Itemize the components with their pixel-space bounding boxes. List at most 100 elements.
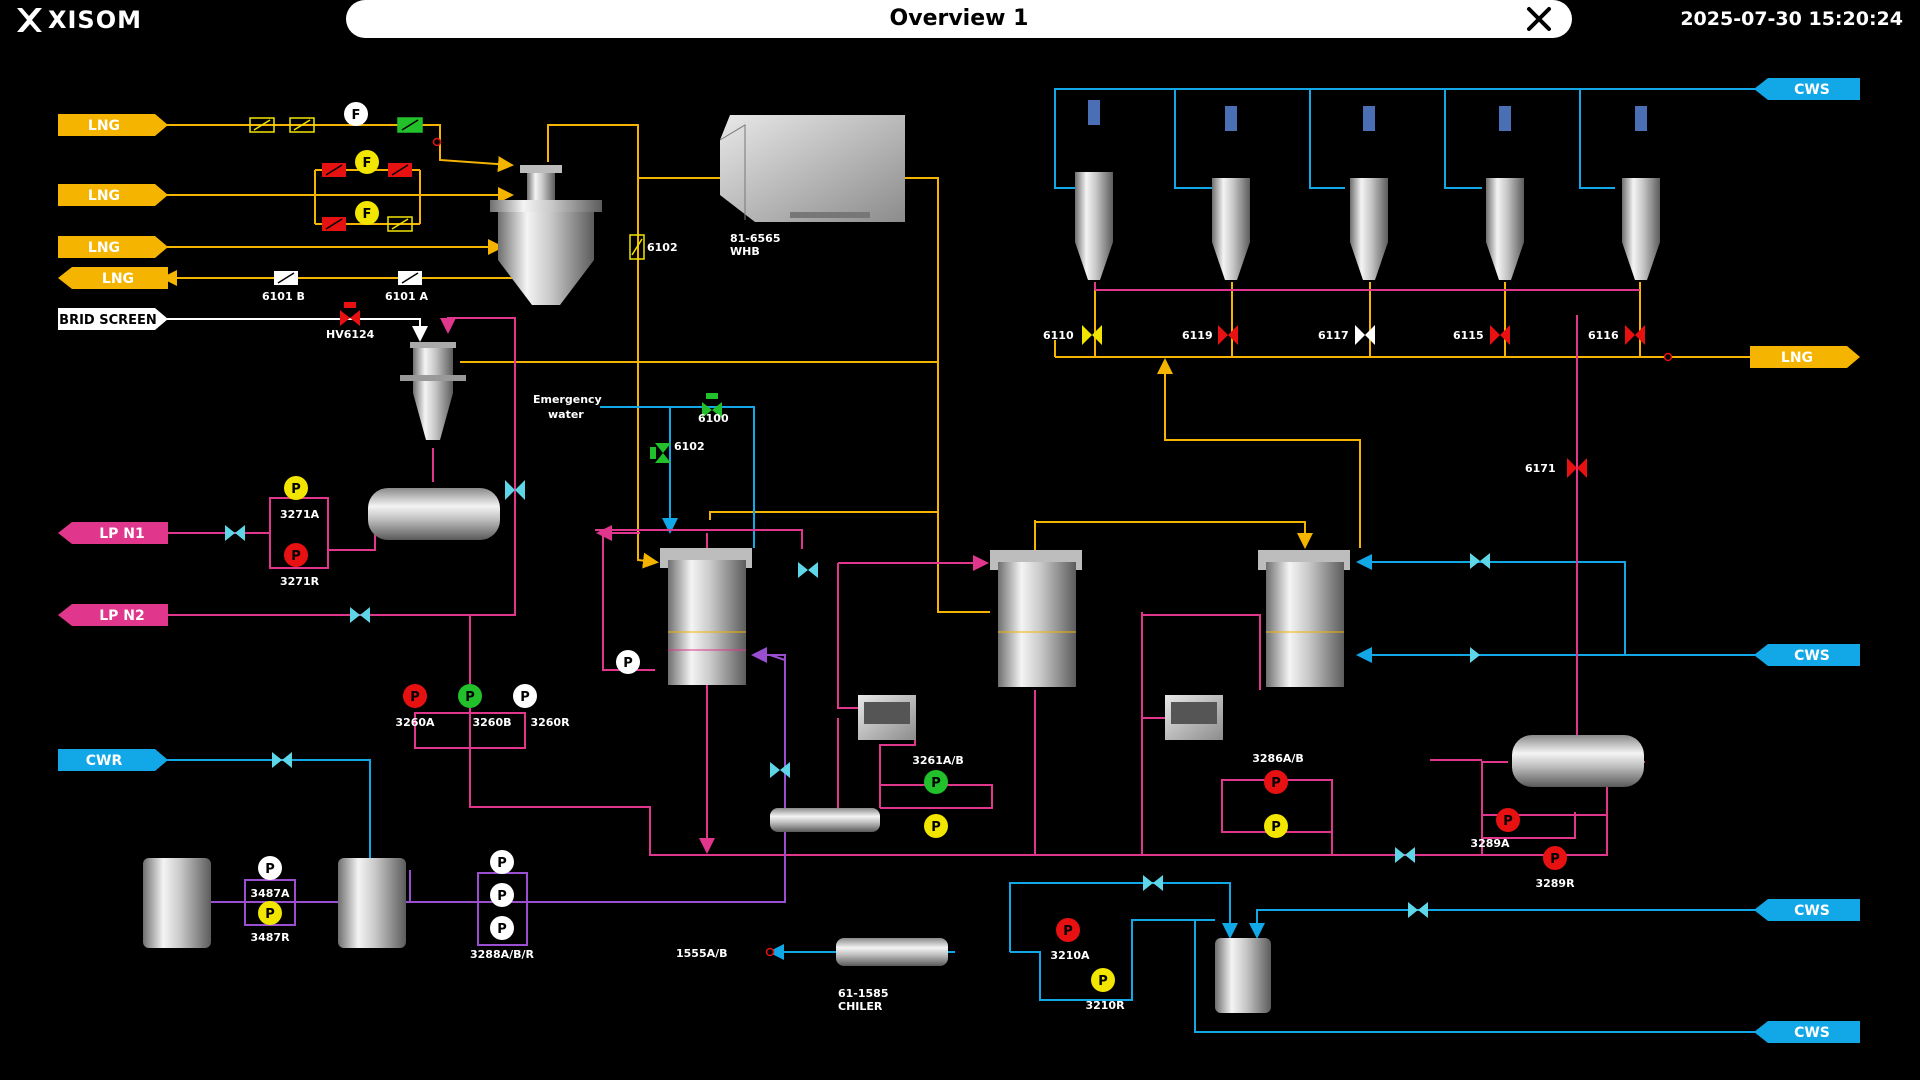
svg-text:P: P xyxy=(623,656,633,671)
pump-3288a-icon[interactable]: P xyxy=(490,850,514,874)
tag-6100: 6100 xyxy=(698,412,729,425)
lng-outlet-tag-right[interactable]: LNG xyxy=(1750,346,1860,368)
control-valve-icon[interactable] xyxy=(770,762,790,778)
cws-tag-3[interactable]: CWS xyxy=(1754,899,1860,921)
flow-meter-icon[interactable] xyxy=(274,271,298,285)
control-valve-icon[interactable] xyxy=(505,480,525,500)
top-reactor xyxy=(1622,106,1660,280)
tag-6171: 6171 xyxy=(1525,462,1556,475)
flow-transmitter-icon[interactable]: F xyxy=(344,102,368,126)
tag-6102-mid: 6102 xyxy=(674,440,705,453)
pump-3289a-icon[interactable]: P xyxy=(1496,808,1520,832)
pump-3286b-icon[interactable]: P xyxy=(1264,814,1288,838)
lp-n1-tag[interactable]: LP N1 xyxy=(58,522,168,544)
valve-6117-icon[interactable] xyxy=(1355,325,1375,345)
svg-text:P: P xyxy=(1503,814,1513,829)
cws-tag-4[interactable]: CWS xyxy=(1754,1021,1860,1043)
pump-3487a-icon[interactable]: P xyxy=(258,856,282,880)
pump-3260r-icon[interactable]: P xyxy=(513,684,537,708)
svg-text:F: F xyxy=(363,156,372,171)
control-valve-icon[interactable] xyxy=(225,525,245,541)
top-reactor xyxy=(1075,100,1113,280)
cwr-tag[interactable]: CWR xyxy=(58,749,168,771)
chiller-unit: 61-1585 CHILER xyxy=(836,938,948,1013)
flow-meter-icon[interactable] xyxy=(629,234,645,260)
svg-text:CWS: CWS xyxy=(1794,82,1830,98)
control-valve-icon[interactable] xyxy=(1408,902,1428,918)
lng-inlet-tag-3[interactable]: LNG xyxy=(58,236,168,258)
valve-6115-icon[interactable] xyxy=(1490,325,1510,345)
valve-6119-icon[interactable] xyxy=(1218,325,1238,345)
svg-text:P: P xyxy=(265,862,275,877)
svg-text:CWS: CWS xyxy=(1794,648,1830,664)
tag-3487a: 3487A xyxy=(250,887,290,900)
tag-3288abr: 3288A/B/R xyxy=(470,948,535,961)
hopper-vessel xyxy=(490,165,602,305)
svg-text:LNG: LNG xyxy=(1781,350,1813,366)
pump-3271a-icon[interactable]: P xyxy=(284,476,308,500)
flow-meter-icon[interactable] xyxy=(388,163,412,177)
flow-meter-icon[interactable] xyxy=(322,163,346,177)
close-icon[interactable] xyxy=(1524,4,1554,34)
pump-3210a-icon[interactable]: P xyxy=(1056,918,1080,942)
brid-screen-tag[interactable]: BRID SCREEN xyxy=(58,308,168,330)
pump-3487r-icon[interactable]: P xyxy=(258,901,282,925)
control-valve-icon[interactable] xyxy=(1470,647,1490,663)
control-valve-icon[interactable] xyxy=(272,752,292,768)
pump-3288r-icon[interactable]: P xyxy=(490,916,514,940)
tag-3271r: 3271R xyxy=(280,575,320,588)
control-valve-icon[interactable] xyxy=(1395,847,1415,863)
svg-text:P: P xyxy=(465,690,475,705)
svg-text:LNG: LNG xyxy=(102,271,134,287)
top-bar: XISOM Overview 1 2025-07-30 15:20:24 xyxy=(0,0,1920,40)
pump-3289r-icon[interactable]: P xyxy=(1543,846,1567,870)
storage-tank-1 xyxy=(143,858,211,948)
flow-meter-icon[interactable] xyxy=(387,216,413,232)
pump-3260a-icon[interactable]: P xyxy=(403,684,427,708)
cws-tag-1[interactable]: CWS xyxy=(1754,78,1860,100)
cws-tag-2[interactable]: CWS xyxy=(1754,644,1860,666)
hv6124-valve-icon[interactable] xyxy=(340,302,360,326)
flow-transmitter-icon[interactable]: F xyxy=(355,201,379,225)
cooler-box-2 xyxy=(1165,695,1223,740)
control-valve-icon[interactable] xyxy=(798,562,818,578)
pump-3261a-icon[interactable]: P xyxy=(924,770,948,794)
pump-3286a-icon[interactable]: P xyxy=(1264,770,1288,794)
tag-3289a: 3289A xyxy=(1470,837,1510,850)
flow-meter-icon[interactable] xyxy=(398,271,422,285)
tag-6110: 6110 xyxy=(1043,329,1074,342)
pump-3260b-icon[interactable]: P xyxy=(458,684,482,708)
control-valve-icon[interactable] xyxy=(1470,553,1490,569)
valve-6110-icon[interactable] xyxy=(1082,325,1102,345)
white-pipes xyxy=(165,318,428,342)
control-valve-icon[interactable] xyxy=(350,607,370,623)
control-valve-icon[interactable] xyxy=(1143,875,1163,891)
valve-6100-icon[interactable] xyxy=(702,393,722,418)
valve-6116-icon[interactable] xyxy=(1625,325,1645,345)
flow-meter-icon[interactable] xyxy=(397,117,423,133)
flow-meter-icon[interactable] xyxy=(289,117,315,133)
lpn-pipes xyxy=(165,282,1645,856)
flow-meter-icon[interactable] xyxy=(249,117,275,133)
pump-3210r-icon[interactable]: P xyxy=(1091,968,1115,992)
svg-text:P: P xyxy=(1271,776,1281,791)
tag-3260a: 3260A xyxy=(395,716,435,729)
pump-3271r-icon[interactable]: P xyxy=(284,543,308,567)
valve-6102-icon[interactable] xyxy=(650,443,671,463)
tag-6119: 6119 xyxy=(1182,329,1213,342)
whb-unit: 81-6565 WHB xyxy=(719,115,905,258)
valve-6171-icon[interactable] xyxy=(1567,458,1587,478)
flow-meter-icon[interactable] xyxy=(322,217,346,231)
flow-transmitter-icon[interactable]: F xyxy=(355,150,379,174)
flow-transmitters: F F F xyxy=(344,102,379,225)
pump-3288b-icon[interactable]: P xyxy=(490,883,514,907)
svg-text:P: P xyxy=(497,856,507,871)
lng-inlet-tag-2[interactable]: LNG xyxy=(58,184,168,206)
pump-3261b-icon[interactable]: P xyxy=(924,814,948,838)
lng-outlet-tag-1[interactable]: LNG xyxy=(58,267,168,289)
pump-icon[interactable]: P xyxy=(616,650,640,674)
lp-n2-tag[interactable]: LP N2 xyxy=(58,604,168,626)
tag-3210a: 3210A xyxy=(1050,949,1090,962)
logo-text: XISOM xyxy=(48,6,143,34)
lng-inlet-tag-1[interactable]: LNG xyxy=(58,114,168,136)
